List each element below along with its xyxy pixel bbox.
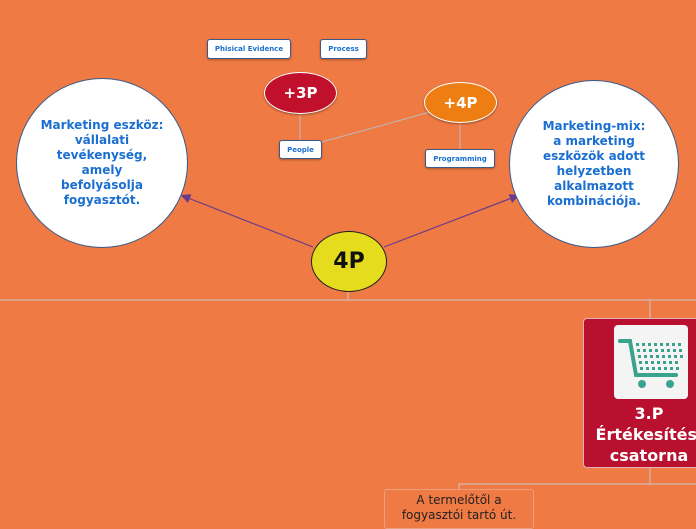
plus4p-node[interactable]: +4P — [424, 82, 497, 123]
sales-channel-card[interactable]: 3.P Értékesítési csatorna — [583, 318, 696, 468]
plus3p-label: +3P — [283, 84, 318, 102]
plus4p-label: +4P — [443, 93, 478, 112]
tag-people[interactable]: People — [279, 140, 322, 159]
tag-programming[interactable]: Programming — [425, 149, 495, 168]
right-definition-node[interactable]: Marketing-mix: a marketing eszközök adot… — [509, 80, 679, 248]
cart-icon-box — [614, 325, 688, 399]
plus3p-node[interactable]: +3P — [264, 72, 337, 114]
sales-channel-note[interactable]: A termelőtől a fogyasztói tartó út. — [384, 489, 534, 529]
center-label: 4P — [333, 249, 365, 274]
shopping-cart-icon — [618, 339, 683, 388]
tag-phisical-evidence[interactable]: Phisical Evidence — [207, 39, 291, 59]
left-definition-node[interactable]: Marketing eszköz: vállalati tevékenység,… — [16, 78, 188, 248]
link-center-left — [180, 194, 314, 248]
sales-channel-title: 3.P Értékesítési csatorna — [595, 404, 696, 465]
left-definition-text: Marketing eszköz: vállalati tevékenység,… — [40, 118, 164, 207]
center-node[interactable]: 4P — [311, 231, 387, 292]
tag-process[interactable]: Process — [320, 39, 367, 59]
link-center-right — [383, 194, 520, 248]
right-definition-text: Marketing-mix: a marketing eszközök adot… — [542, 119, 646, 208]
